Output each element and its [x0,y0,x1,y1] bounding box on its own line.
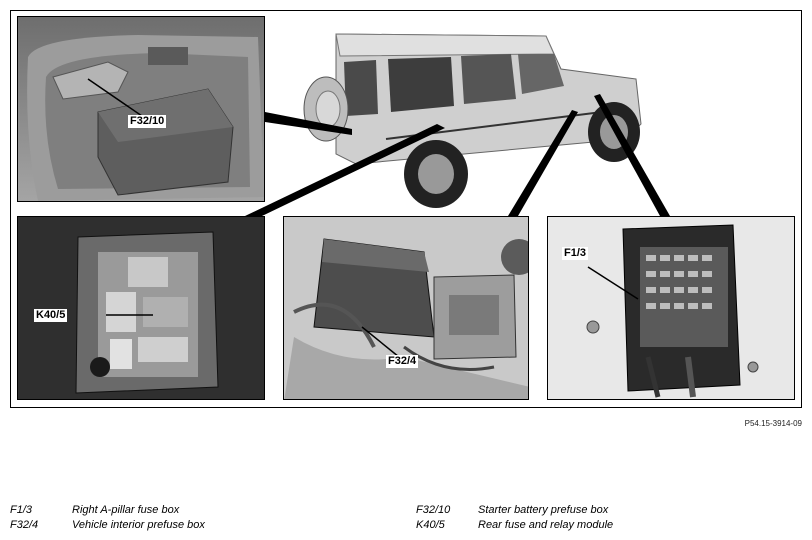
legend-code: K40/5 [416,519,445,531]
interior-prefuse-illustration [284,217,528,399]
panel-a-pillar-fuse: F1/3 [547,216,795,400]
figure-reference: P54.15-3914-09 [744,419,802,428]
panel-interior-prefuse: F32/4 [283,216,529,400]
legend-code: F1/3 [10,504,33,516]
legend-code: F32/4 [10,519,39,531]
callout-k40-5: K40/5 [34,309,68,322]
legend-item: F1/3 Right A-pillar fuse box [10,503,205,518]
vehicle-illustration [296,14,656,214]
legend-right: F32/10 Starter battery prefuse box K40/5… [416,503,613,533]
panel-rear-fuse-module: K40/5 [17,216,265,400]
suv-icon [303,33,642,208]
legend-item: F32/10 Starter battery prefuse box [416,503,613,518]
rear-fuse-module-illustration [18,217,264,399]
battery-compartment-illustration [18,17,264,201]
legend-description: Right A-pillar fuse box [72,504,180,516]
a-pillar-fuse-illustration [548,217,794,399]
legend-description: Starter battery prefuse box [478,504,609,516]
legend-description: Vehicle interior prefuse box [72,519,205,531]
panel-battery-compartment: F32/10 [17,16,265,202]
callout-f1-3: F1/3 [562,247,589,260]
legend-description: Rear fuse and relay module [478,519,614,531]
legend-item: F32/4 Vehicle interior prefuse box [10,518,205,533]
callout-f32-10: F32/10 [128,115,167,128]
legend-left: F1/3 Right A-pillar fuse box F32/4 Vehic… [10,503,205,533]
legend-item: K40/5 Rear fuse and relay module [416,518,613,533]
callout-f32-4: F32/4 [386,355,419,368]
legend-code: F32/10 [416,504,451,516]
